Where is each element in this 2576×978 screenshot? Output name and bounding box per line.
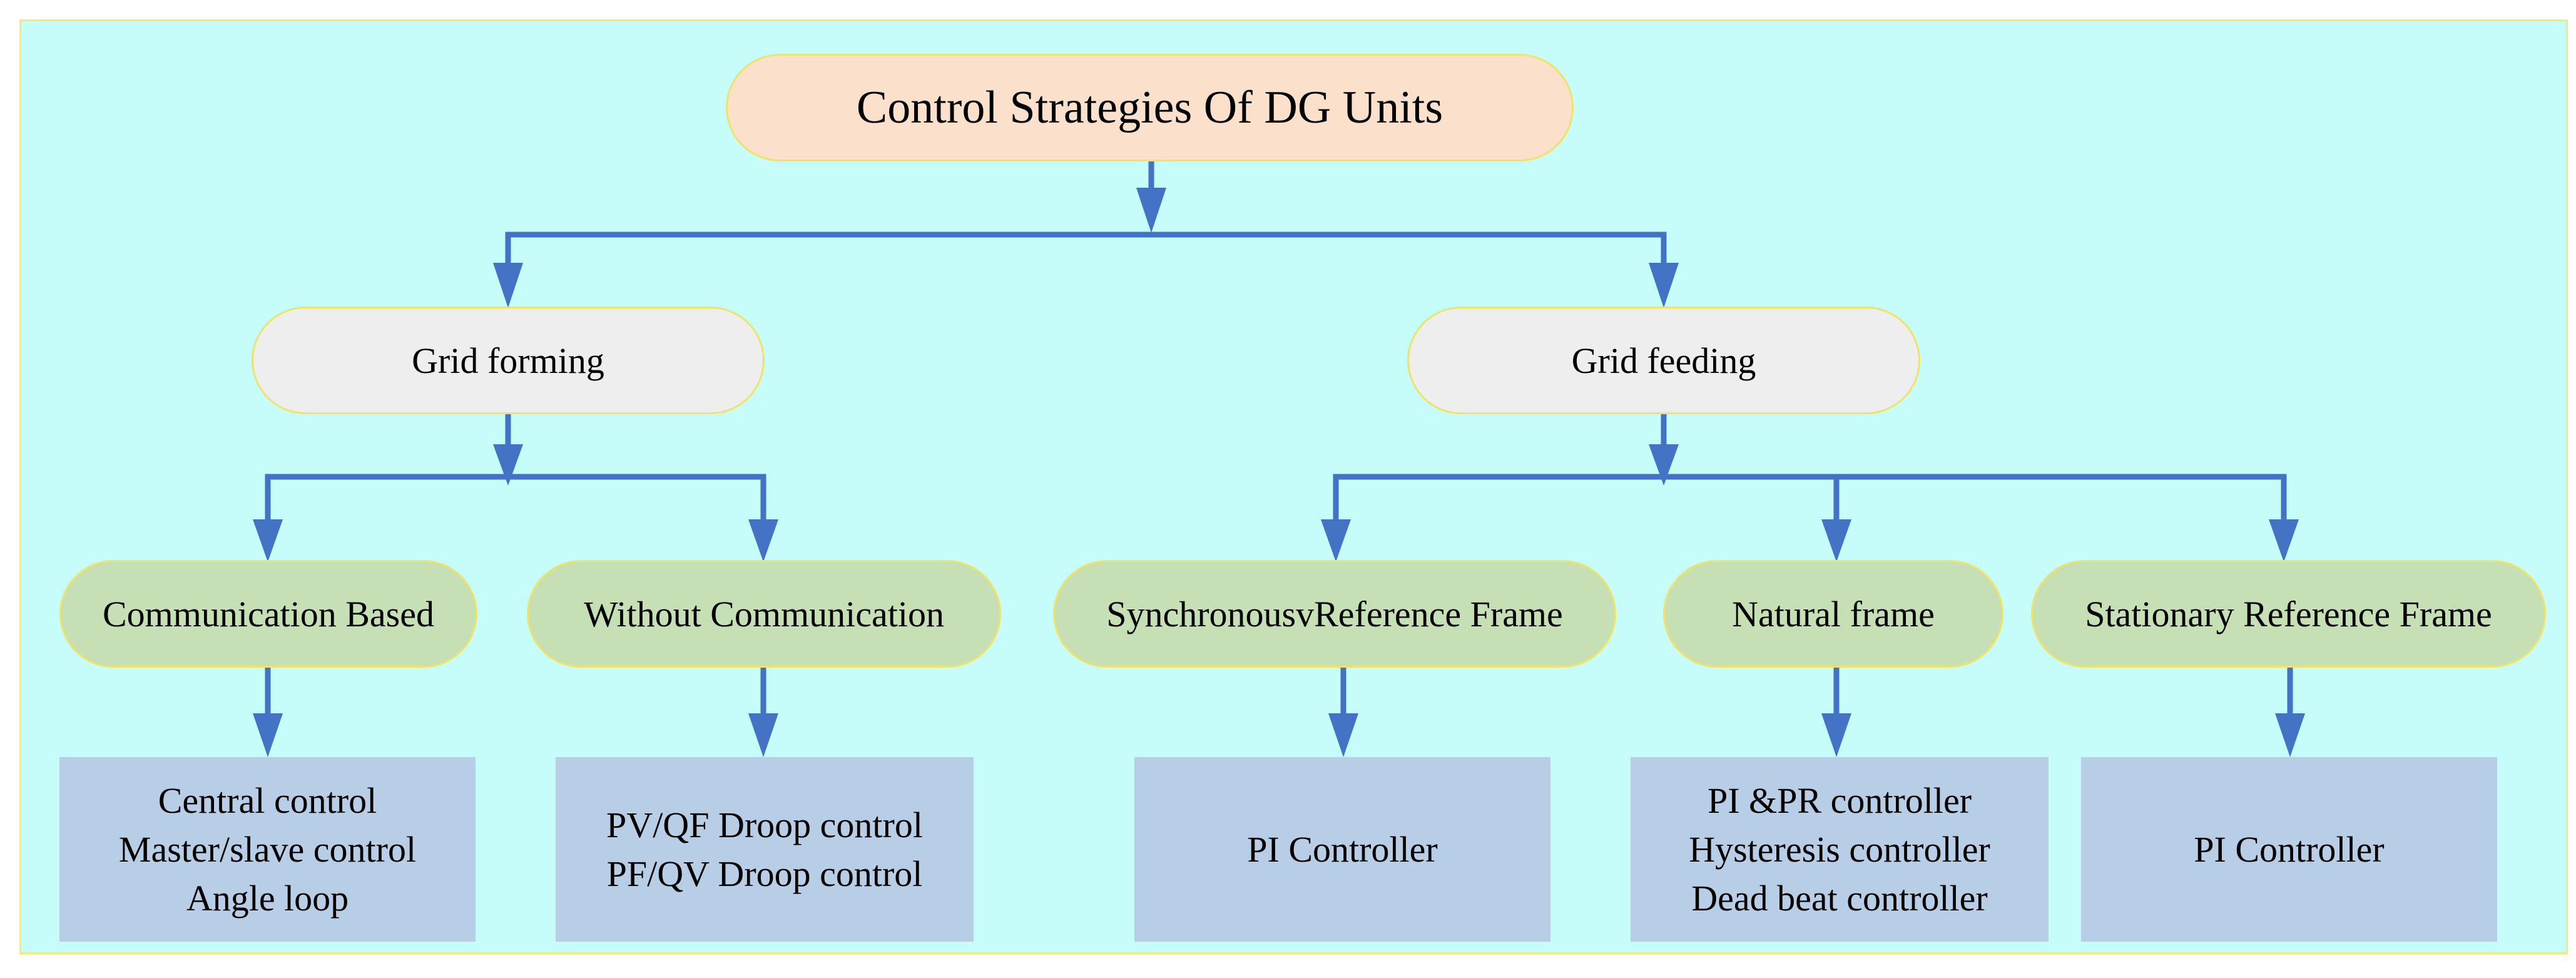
stationary-reference-frame-node: Stationary Reference Frame bbox=[2031, 560, 2546, 668]
natural-frame-node: Natural frame bbox=[1663, 560, 2003, 668]
arrowhead-leaf-5 bbox=[2275, 713, 2305, 757]
leaf-item: Central control bbox=[158, 780, 377, 821]
leaf-stationary-reference-frame: PI Controller bbox=[2081, 757, 2497, 942]
leaf-synchronous-reference-frame: PI Controller bbox=[1134, 757, 1550, 942]
communication-based-node: Communication Based bbox=[59, 560, 477, 668]
leaf-item: PI Controller bbox=[2194, 828, 2385, 870]
leaf-communication-based: Central control Master/slave control Ang… bbox=[59, 757, 476, 942]
leaf-item: PI Controller bbox=[1247, 828, 1438, 870]
leaf-item: Master/slave control bbox=[118, 828, 417, 870]
arrowhead-leaf-3 bbox=[1328, 713, 1358, 757]
leaf-without-communication: PV/QF Droop control PF/QV Droop control bbox=[556, 757, 974, 942]
synchronous-reference-frame-node: SynchronousvReference Frame bbox=[1053, 560, 1616, 668]
leaf-item: PI &PR controller bbox=[1707, 780, 1972, 821]
leaf-item: Hysteresis controller bbox=[1689, 828, 1990, 870]
arrowhead-communication-based bbox=[253, 519, 283, 562]
arrowhead-gf-stem bbox=[493, 444, 523, 486]
arrowhead-leaf-1 bbox=[253, 713, 283, 757]
grid-forming-node: Grid forming bbox=[252, 307, 765, 414]
arrowhead-grid-feeding bbox=[1649, 263, 1679, 308]
leaf-natural-frame: PI &PR controller Hysteresis controller … bbox=[1631, 757, 2049, 942]
leaf-item: Dead beat controller bbox=[1691, 877, 1988, 919]
grid-feeding-node: Grid feeding bbox=[1407, 307, 1920, 414]
arrowhead-synchronous bbox=[1321, 519, 1351, 562]
arrowhead-leaf-2 bbox=[748, 713, 778, 757]
leaf-item: Angle loop bbox=[186, 877, 349, 919]
arrowhead-leaf-4 bbox=[1821, 713, 1851, 757]
arrowhead-gfd-stem bbox=[1649, 444, 1679, 486]
leaf-item: PF/QV Droop control bbox=[606, 853, 923, 894]
arrowhead-natural bbox=[1821, 519, 1851, 562]
arrowhead-without-communication bbox=[748, 519, 778, 562]
leaf-item: PV/QF Droop control bbox=[606, 804, 923, 845]
arrowhead-grid-forming bbox=[493, 263, 523, 308]
arrowhead-root bbox=[1136, 188, 1166, 233]
arrowhead-stationary bbox=[2269, 519, 2299, 562]
without-communication-node: Without Communication bbox=[527, 560, 1001, 668]
root-node: Control Strategies Of DG Units bbox=[726, 54, 1574, 161]
